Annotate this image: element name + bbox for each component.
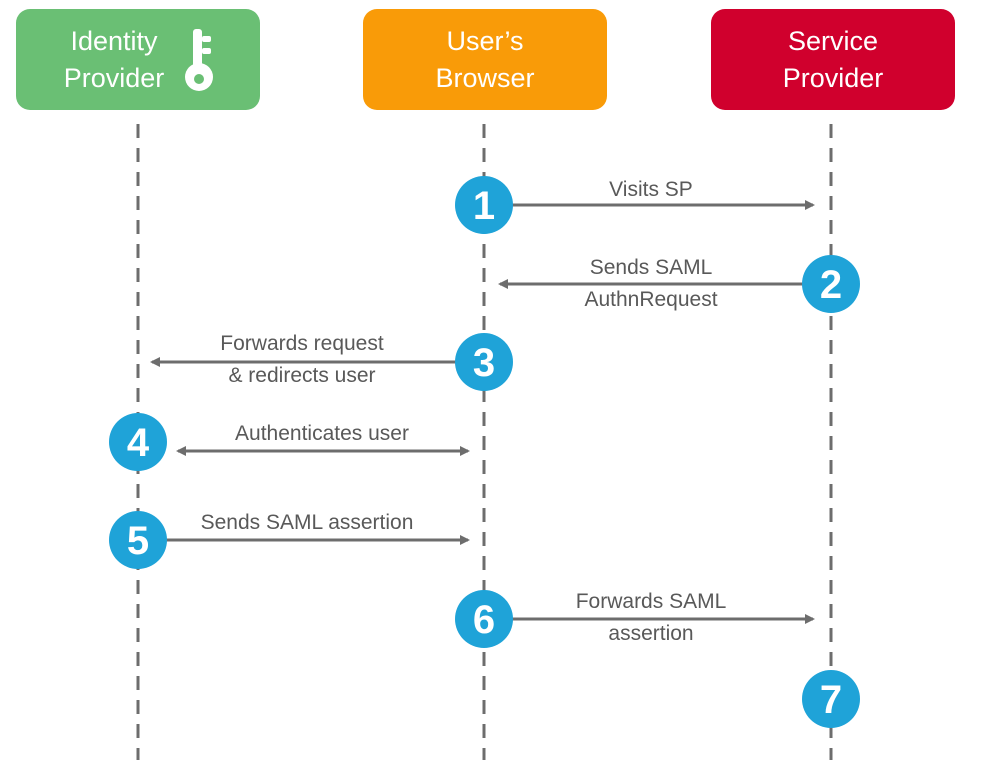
step-number-4: 4: [127, 421, 150, 465]
actor-service-provider-line2: Provider: [782, 62, 884, 93]
step-circle-6: 6: [455, 590, 513, 648]
message-step-5: Sends SAML assertion: [172, 507, 442, 539]
actor-users-browser-label: User’s Browser: [435, 23, 534, 97]
step-circle-2: 2: [802, 255, 860, 313]
step-circle-7: 7: [802, 670, 860, 728]
message-step-4-line1: Authenticates user: [235, 422, 409, 445]
step-circle-3: 3: [455, 333, 513, 391]
message-step-3: Forwards request & redirects user: [182, 328, 422, 392]
message-step-1-line1: Visits SP: [609, 178, 693, 201]
step-number-5: 5: [127, 519, 149, 563]
message-step-4: Authenticates user: [192, 418, 452, 450]
actor-users-browser-line1: User’s: [446, 25, 524, 56]
message-step-2-line2: AuthnRequest: [584, 288, 718, 311]
actor-users-browser-line2: Browser: [435, 62, 535, 93]
actor-identity-provider: Identity Provider: [16, 9, 260, 110]
message-step-6-line2: assertion: [608, 622, 694, 645]
step-number-7: 7: [820, 678, 842, 722]
actor-identity-provider-line2: Provider: [63, 62, 165, 93]
step-number-3: 3: [473, 341, 495, 385]
message-step-6: Forwards SAML assertion: [541, 586, 761, 650]
actor-users-browser: User’s Browser: [363, 9, 607, 110]
step-circle-1: 1: [455, 176, 513, 234]
step-number-1: 1: [473, 184, 495, 228]
step-circle-5: 5: [109, 511, 167, 569]
step-circles: 1 2 3 4 5 6 7: [109, 176, 860, 728]
step-circle-4: 4: [109, 413, 167, 471]
message-step-1: Visits SP: [551, 174, 751, 206]
actor-identity-provider-line1: Identity: [70, 25, 158, 56]
message-step-5-line1: Sends SAML assertion: [200, 511, 414, 534]
message-step-6-line1: Forwards SAML: [575, 590, 727, 613]
message-step-2-line1: Sends SAML: [589, 256, 713, 279]
key-icon: [185, 29, 213, 91]
actor-identity-provider-label: Identity Provider: [64, 23, 165, 97]
actor-service-provider-label: Service Provider: [783, 23, 884, 97]
step-number-6: 6: [473, 598, 495, 642]
message-step-2: Sends SAML AuthnRequest: [551, 252, 751, 316]
actor-service-provider: Service Provider: [711, 9, 955, 110]
message-step-3-line2: & redirects user: [228, 364, 376, 387]
message-step-3-line1: Forwards request: [220, 332, 384, 355]
arrows: [150, 200, 815, 624]
step-number-2: 2: [820, 263, 842, 307]
actor-service-provider-line1: Service: [787, 25, 878, 56]
